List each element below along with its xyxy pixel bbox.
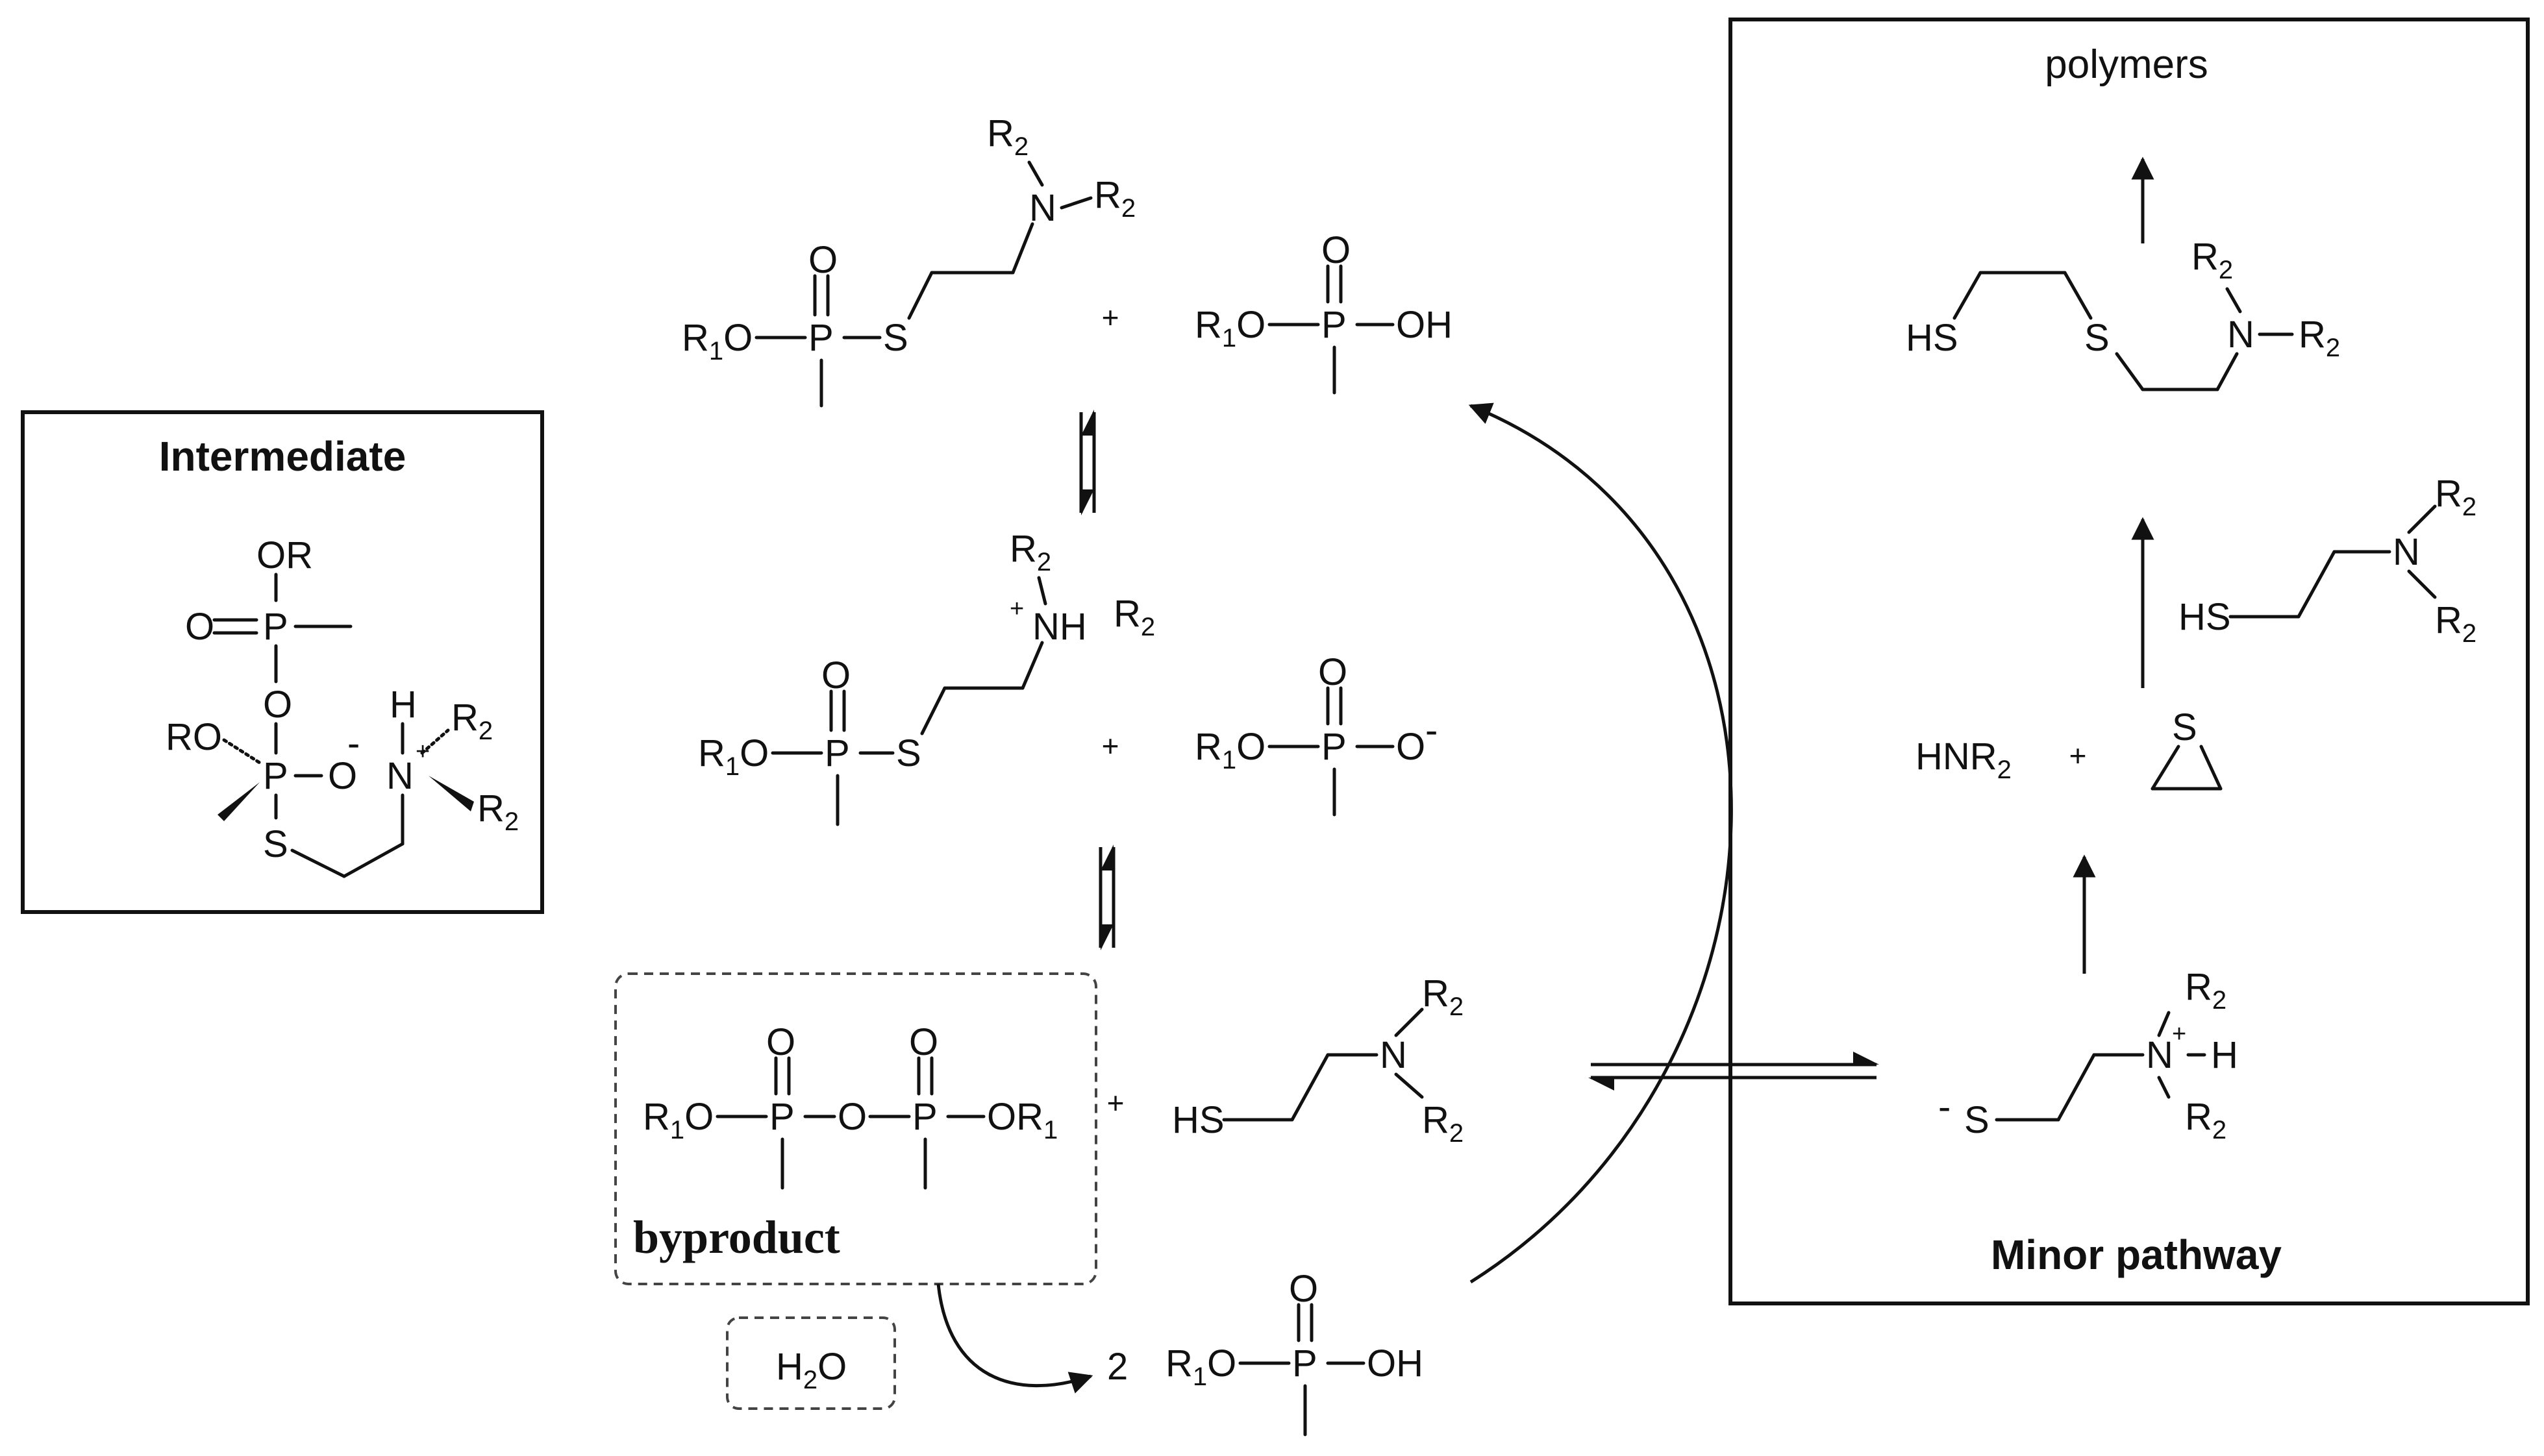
svg-text:N: N [2146, 1034, 2173, 1076]
intermediate-title: Intermediate [159, 433, 406, 480]
svg-text:HS: HS [2178, 596, 2231, 638]
intermediate-panel: Intermediate OR O P O RO P O - S N + [21, 410, 544, 914]
svg-text:NH: NH [1032, 606, 1087, 648]
svg-text:N: N [2393, 531, 2420, 573]
svg-text:R1O: R1O [1195, 726, 1266, 774]
svg-text:R2: R2 [477, 787, 519, 836]
svg-text:R1O: R1O [698, 732, 769, 781]
equilibrium-arrow-1 [1079, 410, 1096, 515]
svg-text:S: S [2172, 706, 2197, 748]
svg-text:OH: OH [1396, 304, 1453, 346]
hydrolysis-arrow [936, 1283, 1093, 1394]
svg-text:+: + [1107, 1086, 1125, 1120]
svg-text:HS: HS [1906, 317, 1958, 359]
svg-text:R2: R2 [2185, 1096, 2226, 1144]
svg-text:R1O: R1O [1166, 1342, 1236, 1391]
svg-text:RO: RO [166, 716, 222, 758]
svg-text:S: S [2084, 317, 2110, 359]
svg-text:H: H [2211, 1034, 2238, 1076]
svg-text:+: + [1010, 595, 1024, 623]
svg-text:N: N [1029, 187, 1056, 229]
svg-text:O: O [263, 684, 292, 726]
svg-text:O: O [838, 1096, 867, 1138]
svg-text:R2: R2 [2185, 966, 2226, 1015]
svg-text:-: - [1938, 1086, 1951, 1128]
svg-text:S: S [896, 732, 921, 774]
svg-text:R1O: R1O [1195, 304, 1266, 352]
svg-text:+: + [2172, 1020, 2186, 1048]
svg-text:OR1: OR1 [987, 1096, 1058, 1144]
svg-text:O: O [185, 606, 214, 648]
svg-text:H: H [390, 684, 417, 726]
svg-text:R2: R2 [1094, 174, 1136, 223]
svg-text:OR: OR [256, 534, 313, 576]
svg-text:-: - [347, 722, 360, 765]
row1-reactants: R1O P O S N R2 R2 + R1O P O OH [682, 112, 1453, 408]
svg-text:R2: R2 [2435, 473, 2476, 521]
minor-pathway-title: Minor pathway [1991, 1231, 2282, 1278]
recycle-arrow [1468, 402, 1733, 1284]
row2-ion-pair: R1O P O S + NH R2 R2 + R1O P O O - [698, 528, 1438, 826]
svg-text:S: S [263, 823, 288, 865]
svg-text:P: P [912, 1096, 938, 1138]
svg-text:P: P [1321, 726, 1347, 768]
svg-text:2: 2 [1107, 1346, 1128, 1388]
minor-pathway-panel: polymers HS S N R2 R2 HS N R2 R2 HNR2 + … [1728, 18, 2530, 1305]
svg-text:O: O [1318, 651, 1347, 693]
aminothiol: HS N R2 R2 [1172, 972, 1464, 1148]
svg-text:R1O: R1O [643, 1096, 714, 1144]
svg-text:O: O [766, 1021, 795, 1063]
water-reagent: H2O [726, 1316, 896, 1410]
svg-text:R2: R2 [1010, 528, 1051, 576]
polymers-label: polymers [2045, 42, 2208, 87]
svg-text:P: P [263, 755, 288, 797]
svg-text:P: P [1292, 1342, 1317, 1385]
svg-text:S: S [1964, 1099, 1989, 1141]
svg-text:+: + [1102, 729, 1119, 763]
equilibrium-arrow-3 [1588, 1052, 1879, 1091]
svg-text:OH: OH [1367, 1342, 1423, 1385]
svg-text:R2: R2 [2435, 599, 2476, 648]
svg-text:O: O [1289, 1268, 1318, 1310]
equilibrium-arrow-2 [1099, 845, 1116, 950]
svg-text:P: P [808, 317, 834, 359]
svg-text:R2: R2 [987, 112, 1029, 161]
svg-text:N: N [1380, 1034, 1407, 1076]
intermediate-structure: OR O P O RO P O - S N + H [166, 534, 519, 878]
byproduct-label: byproduct [633, 1211, 840, 1263]
svg-text:O: O [821, 654, 851, 697]
svg-text:HNR2: HNR2 [1915, 735, 2012, 784]
hydrolysis-product: 2 R1O P O OH [1107, 1268, 1423, 1437]
svg-text:P: P [825, 732, 850, 774]
svg-text:S: S [883, 317, 908, 359]
thiirane: S [2151, 706, 2223, 791]
svg-text:P: P [263, 606, 288, 648]
svg-text:P: P [1321, 304, 1347, 346]
byproduct-group: R1O P O O P O OR1 byproduct [614, 972, 1097, 1285]
svg-text:HS: HS [1172, 1099, 1225, 1141]
svg-text:O: O [328, 755, 357, 797]
svg-text:R2: R2 [451, 697, 493, 745]
svg-text:O: O [909, 1021, 938, 1063]
svg-text:N: N [2227, 314, 2254, 356]
svg-text:N: N [386, 755, 414, 797]
svg-text:+: + [2069, 739, 2087, 772]
svg-text:P: P [769, 1096, 795, 1138]
svg-text:H2O: H2O [776, 1346, 847, 1394]
svg-text:O: O [808, 239, 838, 281]
svg-text:O: O [1396, 726, 1425, 768]
svg-text:R2: R2 [2191, 236, 2233, 284]
svg-text:O: O [1321, 229, 1351, 271]
svg-text:R2: R2 [1422, 972, 1464, 1021]
svg-text:R2: R2 [2299, 314, 2340, 362]
svg-text:R2: R2 [1114, 593, 1155, 641]
svg-text:-: - [1425, 709, 1438, 752]
svg-text:R1O: R1O [682, 317, 753, 365]
svg-text:R2: R2 [1422, 1099, 1464, 1148]
svg-text:+: + [1102, 301, 1119, 334]
